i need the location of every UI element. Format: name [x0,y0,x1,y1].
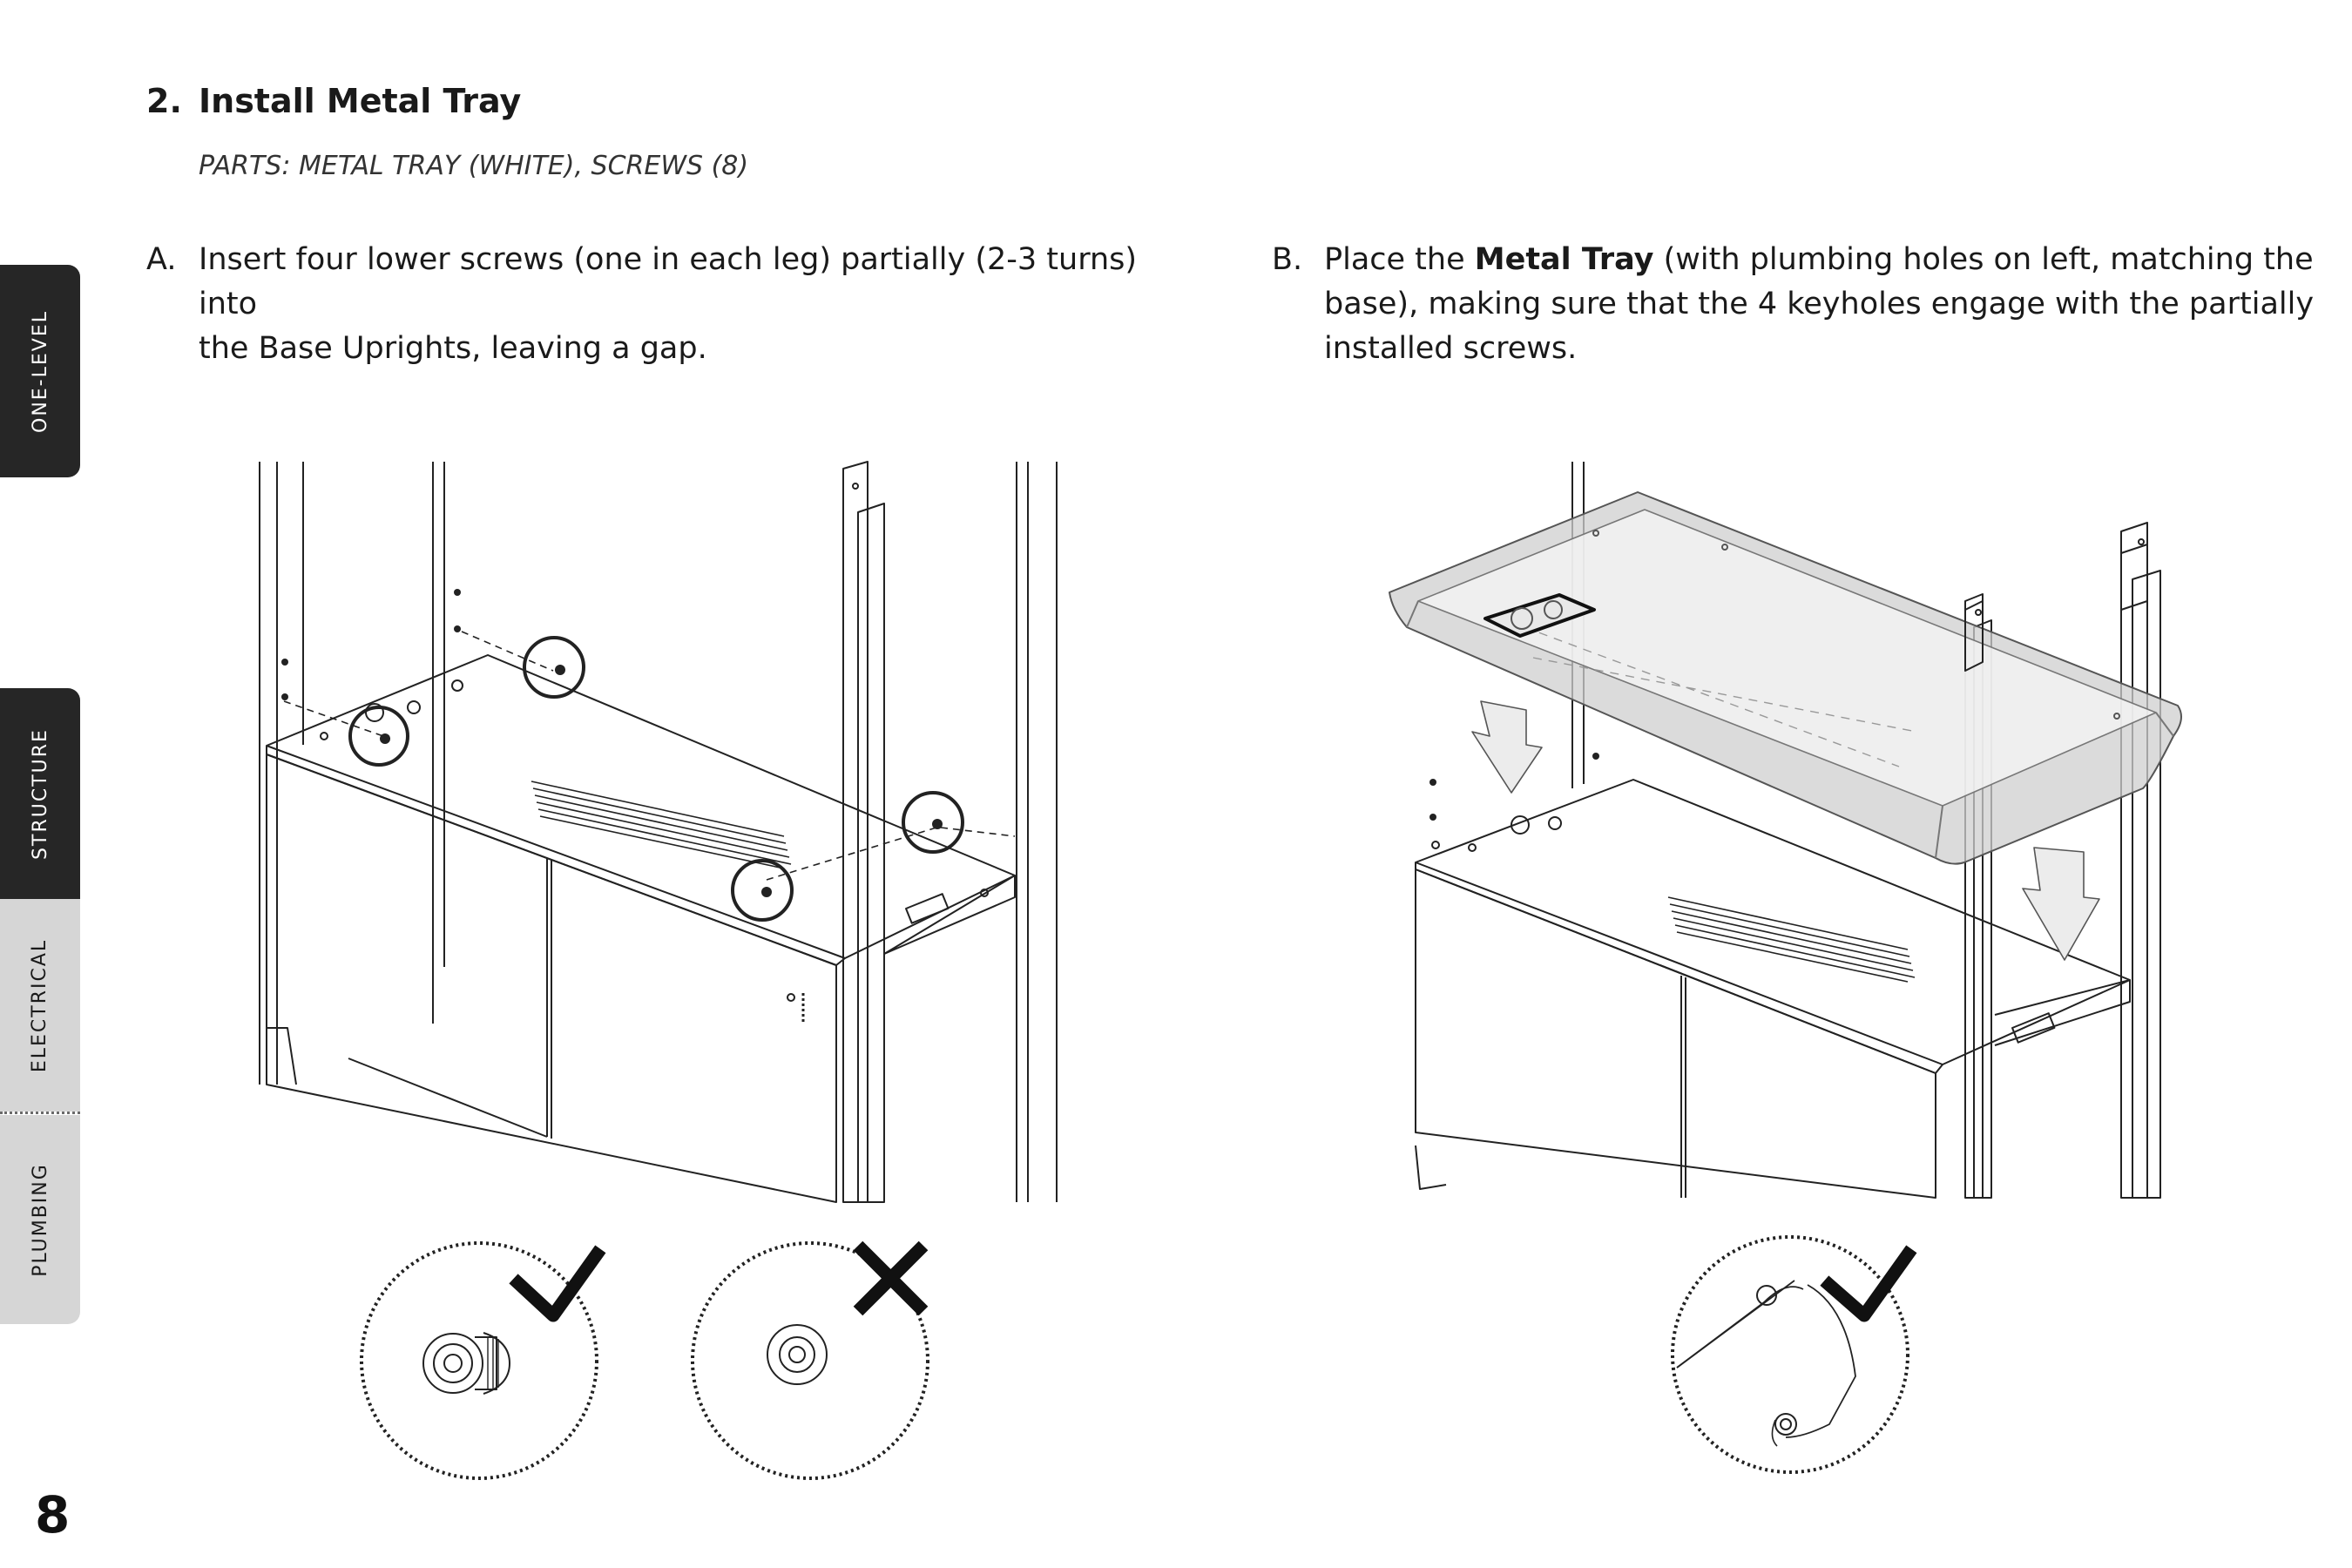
tab-one-level[interactable]: ONE-LEVEL [0,265,80,477]
step-b-line-1-pre: Place the [1324,242,1475,277]
step-b-text: Place the Metal Tray (with plumbing hole… [1324,238,2314,371]
illustration-a [259,461,1058,1203]
step-b-line-1: Place the Metal Tray (with plumbing hole… [1324,238,2314,282]
section-title: Install Metal Tray [199,82,522,120]
step-b-line-2: base), making sure that the 4 keyholes e… [1324,287,2315,321]
step-a-line-1: Insert four lower screws (one in each le… [199,242,1138,321]
check-icon [509,1245,606,1322]
step-a-line-2: the Base Uprights, leaving a gap. [199,331,707,366]
tab-electrical[interactable]: ELECTRICAL [0,899,80,1112]
detail-keyhole [1671,1235,1917,1474]
x-mark-icon [853,1240,929,1316]
section-number: 2. [146,82,182,120]
tab-plumbing[interactable]: PLUMBING [0,1115,80,1324]
step-b-marker: B. [1272,242,1303,277]
section-heading: 2. Install Metal Tray [146,82,521,120]
step-a-marker: A. [146,242,177,277]
step-a-text: Insert four lower screws (one in each le… [199,238,1192,371]
parts-list: PARTS: METAL TRAY (WHITE), SCREWS (8) [199,151,749,181]
step-b-line-1-post: (with plumbing holes on left, matching t… [1653,242,2314,277]
check-icon [1820,1245,1917,1322]
tab-structure[interactable]: STRUCTURE [0,688,80,899]
step-b-metal-tray-bold: Metal Tray [1474,242,1654,277]
detail-correct [360,1241,606,1480]
step-b-line-3: installed screws. [1324,331,1578,366]
page-number: 8 [35,1485,71,1544]
tab-divider [0,1112,80,1114]
detail-incorrect [691,1240,929,1480]
illustration-b [1389,462,2182,1199]
metal-tray [1389,491,2182,865]
